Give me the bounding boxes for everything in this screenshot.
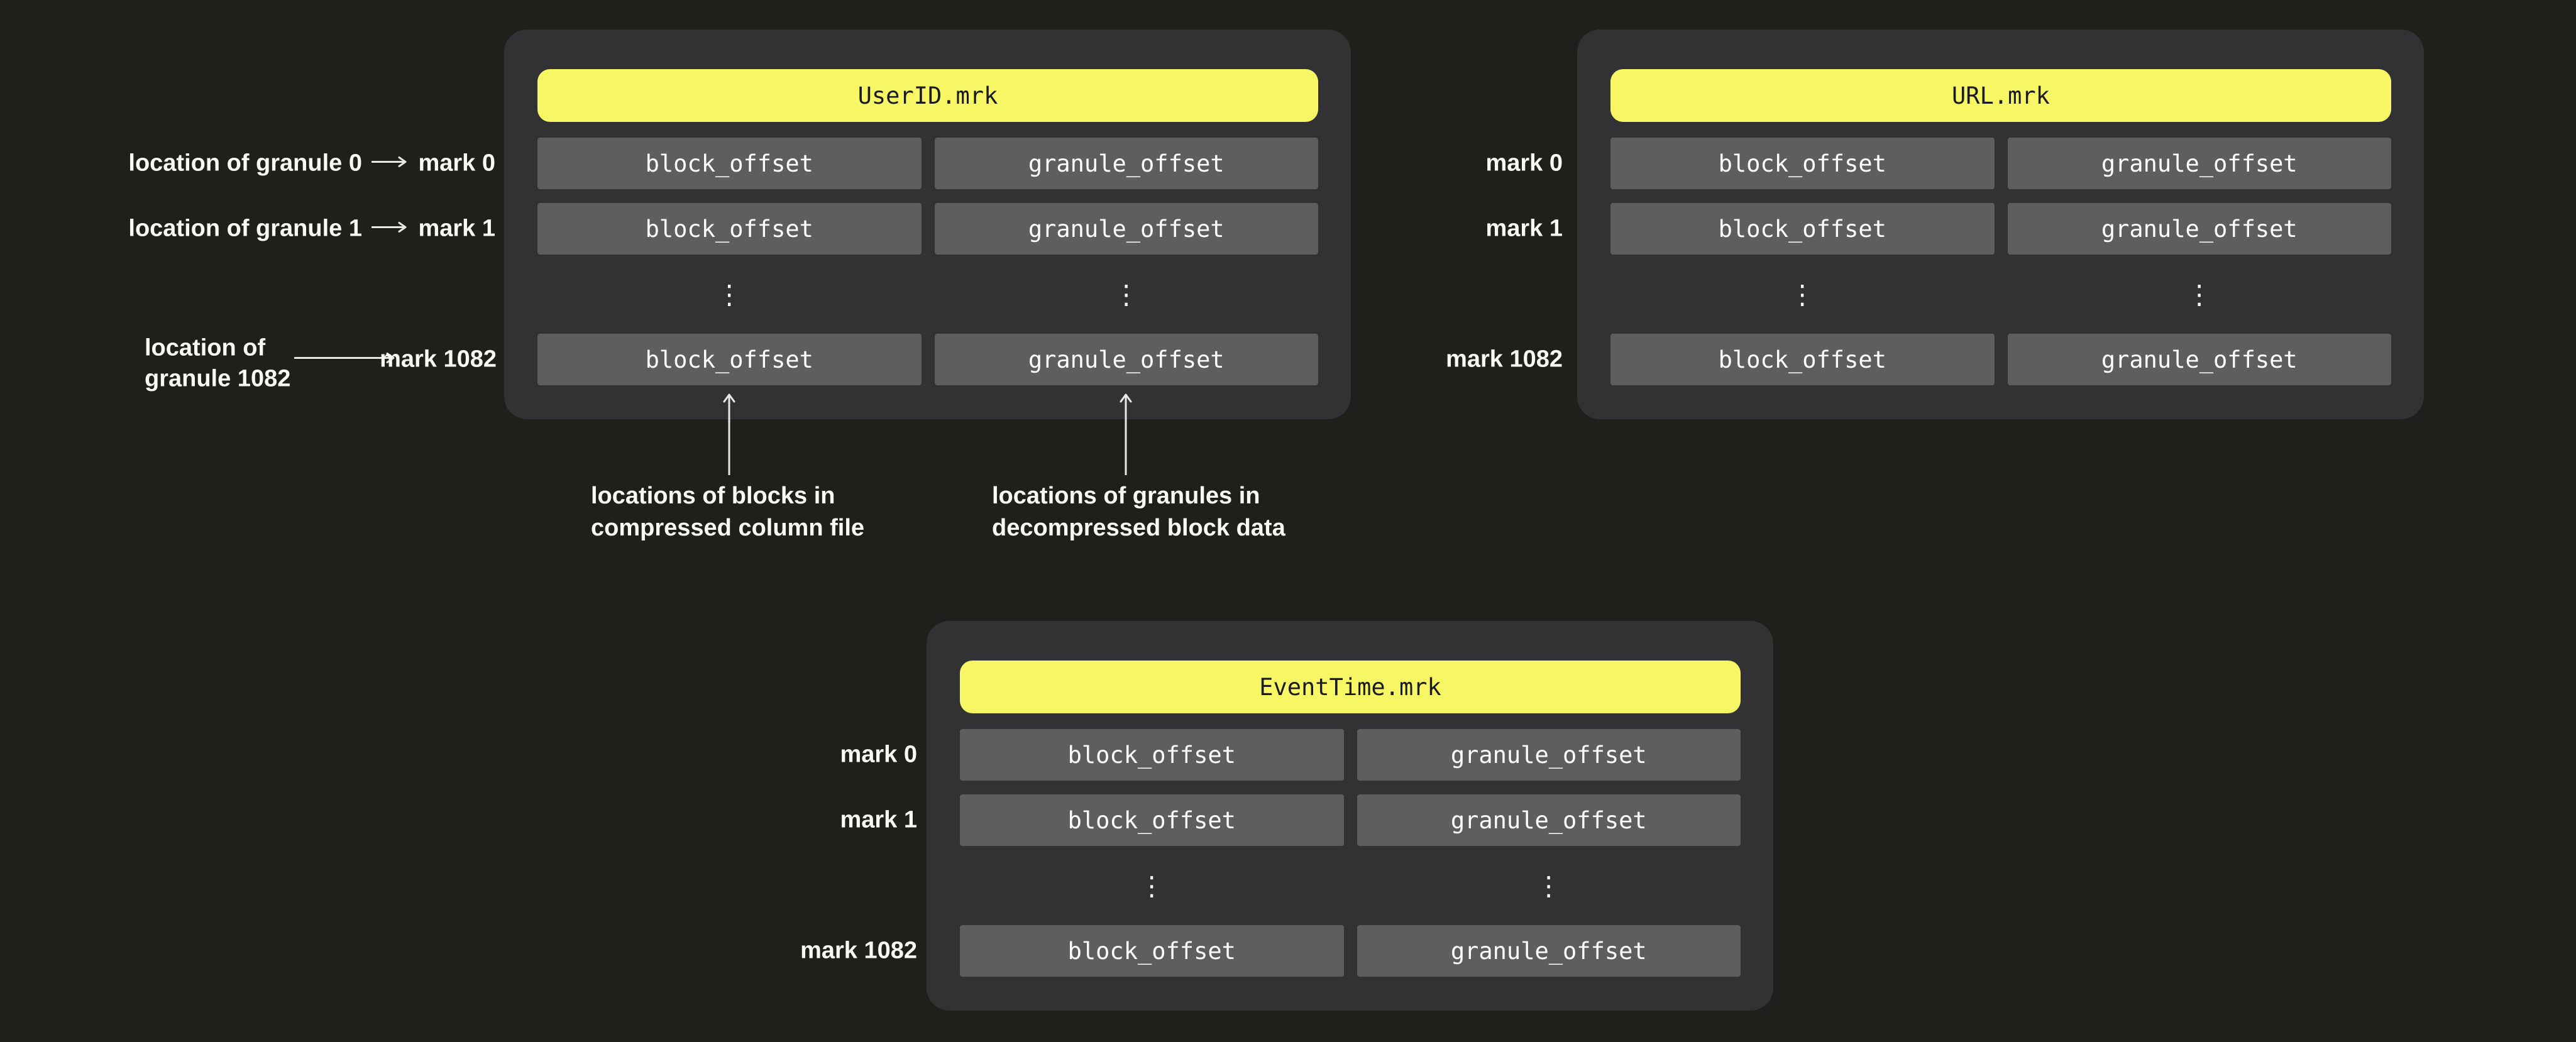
url-mark0-label: mark 0 (1485, 150, 1563, 177)
panel-url-mrk: URL.mrk block_offset granule_offset bloc… (1577, 30, 2424, 419)
url-row1082-block-offset-cell: block_offset (1610, 334, 1995, 385)
annotation-line: granule 1082 (145, 366, 291, 392)
userid-mark1-label: mark 1 (418, 215, 495, 242)
url-mark1-label: mark 1 (1485, 215, 1563, 242)
userid-mrk-grid: block_offset granule_offset block_offset… (537, 138, 1318, 385)
arrow-right-icon (294, 351, 399, 368)
annotation-line: location of (145, 334, 266, 361)
url-row0-granule-offset-cell: granule_offset (2007, 138, 2391, 189)
eventtime-mark1082-label: mark 1082 (800, 937, 917, 964)
eventtime-mrk-title: EventTime.mrk (960, 661, 1741, 713)
userid-mark1082-label: mark 1082 (380, 346, 497, 373)
url-mrk-grid: block_offset granule_offset block_offset… (1610, 138, 2391, 385)
userid-row0-block-offset-cell: block_offset (537, 138, 922, 189)
eventtime-row1-granule-offset-cell: granule_offset (1357, 794, 1741, 846)
url-mrk-title: URL.mrk (1610, 69, 2391, 122)
caption-line: locations of blocks in (591, 483, 835, 509)
url-block-ellipsis: ⋮ (1789, 278, 1816, 310)
url-granule-ellipsis: ⋮ (2186, 278, 2213, 310)
url-row1082-granule-offset-cell: granule_offset (2007, 334, 2391, 385)
eventtime-mark0-label: mark 0 (840, 741, 917, 768)
userid-row1-block-offset-cell: block_offset (537, 203, 922, 255)
panel-userid-mrk: UserID.mrk block_offset granule_offset b… (504, 30, 1351, 419)
userid-mrk-title: UserID.mrk (537, 69, 1318, 122)
caption-granules-locations: locations of granules in decompressed bl… (992, 480, 1285, 544)
annotation-location-of-granule-1: location of granule 1 (128, 215, 362, 242)
url-row0-block-offset-cell: block_offset (1610, 138, 1995, 189)
url-row1-granule-offset-cell: granule_offset (2007, 203, 2391, 255)
eventtime-row0-granule-offset-cell: granule_offset (1357, 729, 1741, 781)
eventtime-block-ellipsis: ⋮ (1138, 870, 1165, 901)
arrow-right-icon (371, 155, 410, 172)
caption-blocks-locations: locations of blocks in compressed column… (591, 480, 864, 544)
arrow-up-icon (1118, 391, 1133, 478)
arrow-right-icon (371, 221, 410, 238)
eventtime-mrk-grid: block_offset granule_offset block_offset… (960, 729, 1741, 977)
eventtime-row0-block-offset-cell: block_offset (960, 729, 1344, 781)
eventtime-row1-block-offset-cell: block_offset (960, 794, 1344, 846)
userid-row1-granule-offset-cell: granule_offset (934, 203, 1318, 255)
caption-line: locations of granules in (992, 483, 1260, 509)
eventtime-row1082-granule-offset-cell: granule_offset (1357, 925, 1741, 977)
userid-granule-ellipsis: ⋮ (1113, 278, 1140, 310)
annotation-location-of-granule-0: location of granule 0 (128, 150, 362, 177)
caption-line: compressed column file (591, 514, 865, 541)
url-mark1082-label: mark 1082 (1446, 346, 1563, 373)
annotation-location-of-granule-1082: location of granule 1082 (145, 333, 290, 395)
eventtime-row1082-block-offset-cell: block_offset (960, 925, 1344, 977)
userid-block-ellipsis: ⋮ (716, 278, 743, 310)
caption-line: decompressed block data (992, 514, 1285, 541)
eventtime-mark1-label: mark 1 (840, 806, 917, 833)
userid-row1082-granule-offset-cell: granule_offset (934, 334, 1318, 385)
url-row1-block-offset-cell: block_offset (1610, 203, 1995, 255)
eventtime-granule-ellipsis: ⋮ (1535, 870, 1562, 901)
panel-eventtime-mrk: EventTime.mrk block_offset granule_offse… (927, 621, 1773, 1011)
userid-row0-granule-offset-cell: granule_offset (934, 138, 1318, 189)
userid-row1082-block-offset-cell: block_offset (537, 334, 922, 385)
userid-mark0-label: mark 0 (418, 150, 495, 177)
arrow-up-icon (722, 391, 737, 478)
